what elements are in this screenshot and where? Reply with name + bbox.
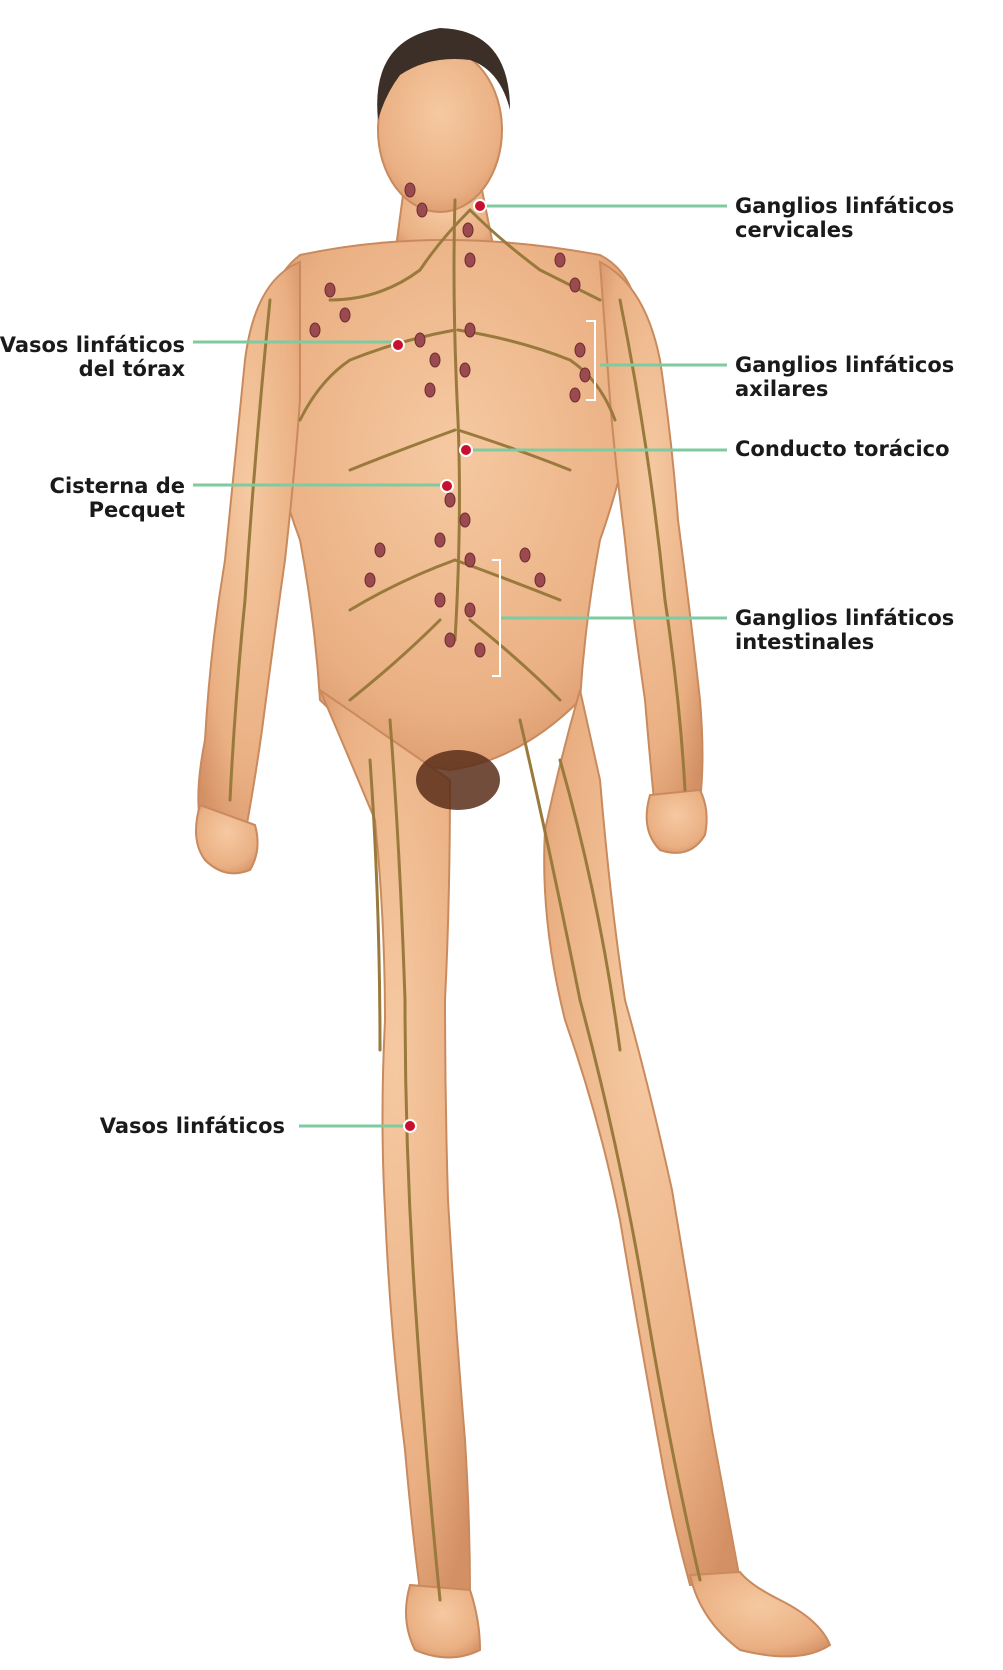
label-cisterna-line1: Cisterna de xyxy=(50,474,185,498)
label-intestinal-line2: intestinales xyxy=(735,630,954,654)
marker-cervical xyxy=(474,200,486,212)
label-intestinal-nodes: Ganglios linfáticos intestinales xyxy=(735,606,954,654)
label-cervical-line1: Ganglios linfáticos xyxy=(735,194,954,218)
left-foot xyxy=(406,1585,480,1658)
label-cisterna-line2: Pecquet xyxy=(50,498,185,522)
label-lymph-vessels-text: Vasos linfáticos xyxy=(100,1114,285,1138)
marker-cisterna xyxy=(441,480,453,492)
marker-thoracic-duct xyxy=(460,444,472,456)
label-axillary-nodes: Ganglios linfáticos axilares xyxy=(735,353,954,401)
label-cervical-nodes: Ganglios linfáticos cervicales xyxy=(735,194,954,242)
pubic-hair xyxy=(416,750,500,810)
label-thorax-vessels: Vasos linfáticos del tórax xyxy=(0,333,185,381)
left-leg xyxy=(320,690,470,1595)
label-thoracic-duct: Conducto torácico xyxy=(735,437,950,461)
label-cervical-line2: cervicales xyxy=(735,218,954,242)
right-arm xyxy=(600,262,703,810)
label-thorax-line1: Vasos linfáticos xyxy=(0,333,185,357)
right-hand xyxy=(647,790,707,853)
label-intestinal-line1: Ganglios linfáticos xyxy=(735,606,954,630)
label-cisterna: Cisterna de Pecquet xyxy=(50,474,185,522)
marker-thorax-vessels xyxy=(392,339,404,351)
label-lymph-vessels: Vasos linfáticos xyxy=(100,1114,285,1138)
right-foot xyxy=(690,1572,830,1656)
label-axillary-line2: axilares xyxy=(735,377,954,401)
label-thorax-line2: del tórax xyxy=(0,357,185,381)
label-axillary-line1: Ganglios linfáticos xyxy=(735,353,954,377)
human-body xyxy=(196,48,830,1658)
marker-vessels xyxy=(404,1120,416,1132)
right-leg xyxy=(544,690,740,1585)
label-thoracic-duct-text: Conducto torácico xyxy=(735,437,950,461)
